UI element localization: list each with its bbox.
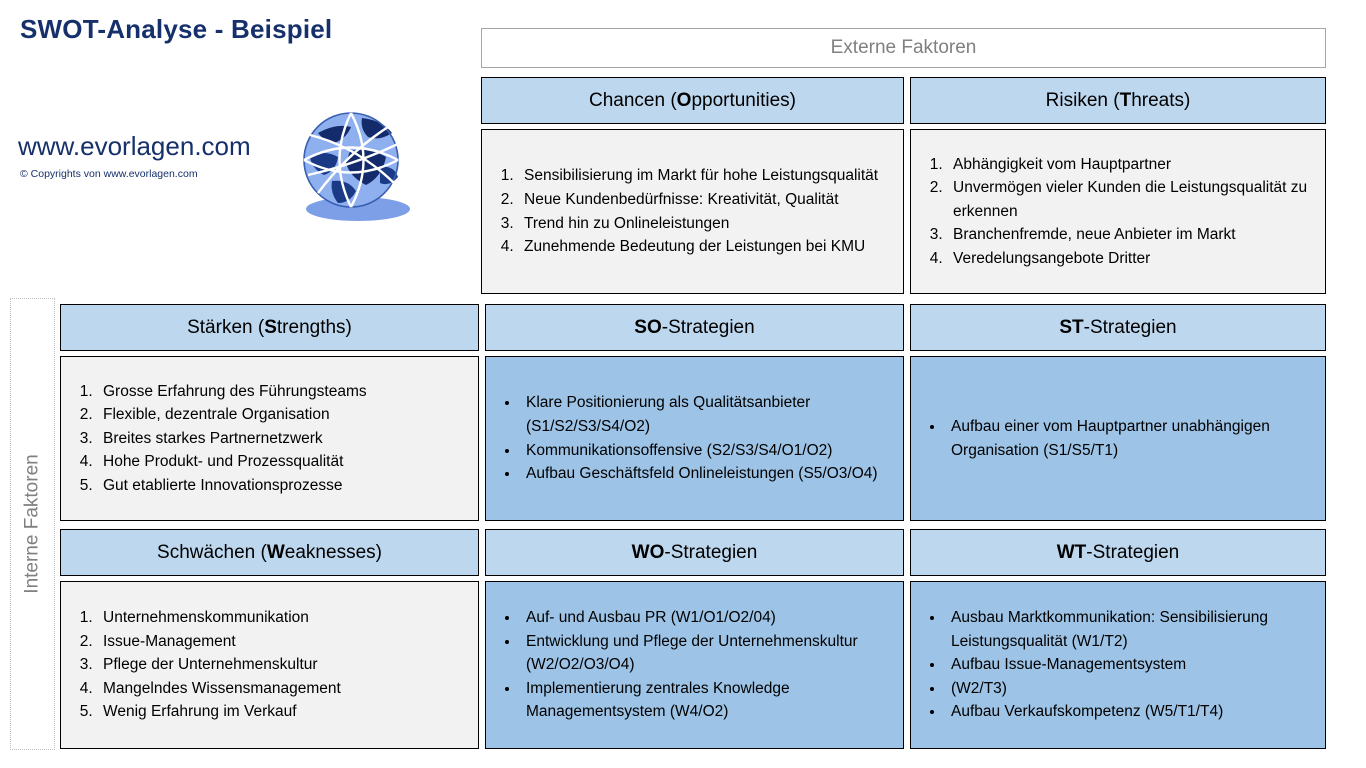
header-chancen-text: Chancen (Opportunities) <box>588 89 796 111</box>
list-item: Entwicklung und Pflege der Unternehmensk… <box>520 630 891 677</box>
list-item: Branchenfremde, neue Anbieter im Markt <box>947 223 1313 247</box>
list-item: Veredelungsangebote Dritter <box>947 247 1313 271</box>
list-item: Unvermögen vieler Kunden die Leistungsqu… <box>947 176 1313 223</box>
list-wo-strategies: Auf- und Ausbau PR (W1/O1/O2/04) Entwick… <box>486 606 903 724</box>
header-so-text: SO-Strategien <box>634 316 755 338</box>
list-item: Klare Positionierung als Qualitätsanbiet… <box>520 391 891 438</box>
globe-icon <box>303 112 410 221</box>
list-item: Pflege der Unternehmenskultur <box>97 653 466 677</box>
panel-wo-strategien: Auf- und Ausbau PR (W1/O1/O2/04) Entwick… <box>485 581 904 749</box>
panel-chancen-opportunities: Sensibilisierung im Markt für hohe Leist… <box>481 129 904 294</box>
list-item: Abhängigkeit vom Hauptpartner <box>947 153 1313 177</box>
list-item: Aufbau einer vom Hauptpartner unabhängig… <box>945 415 1313 462</box>
list-st-strategies: Aufbau einer vom Hauptpartner unabhängig… <box>911 415 1325 462</box>
list-so-strategies: Klare Positionierung als Qualitätsanbiet… <box>486 391 903 485</box>
header-wt-strategien[interactable]: WT-Strategien <box>910 529 1326 576</box>
list-item: Wenig Erfahrung im Verkauf <box>97 700 466 724</box>
list-item: Unternehmenskommunikation <box>97 606 466 630</box>
list-strengths: Grosse Erfahrung des Führungsteams Flexi… <box>61 380 478 498</box>
list-opportunities: Sensibilisierung im Markt für hohe Leist… <box>482 164 903 258</box>
header-wt-text: WT-Strategien <box>1056 541 1180 563</box>
panel-so-strategien: Klare Positionierung als Qualitätsanbiet… <box>485 356 904 521</box>
interne-faktoren-text: Interne Faktoren <box>21 454 43 594</box>
list-weaknesses: Unternehmenskommunikation Issue-Manageme… <box>61 606 478 724</box>
externe-faktoren-label: Externe Faktoren <box>481 28 1326 68</box>
list-item: Ausbau Marktkommunikation: Sensibilisier… <box>945 606 1313 653</box>
list-item: Neue Kundenbedürfnisse: Kreativität, Qua… <box>518 188 891 212</box>
header-risiken-text: Risiken (Threats) <box>1045 89 1191 111</box>
header-staerken-text: Stärken (Strengths) <box>187 316 352 338</box>
logo-copyright-text: © Copyrights von www.evorlagen.com <box>20 168 198 180</box>
panel-risiken-threats: Abhängigkeit vom Hauptpartner Unvermögen… <box>910 129 1326 294</box>
list-item: Kommunikationsoffensive (S2/S3/S4/O1/O2) <box>520 439 891 463</box>
header-so-strategien[interactable]: SO-Strategien <box>485 304 904 351</box>
panel-wt-strategien: Ausbau Marktkommunikation: Sensibilisier… <box>910 581 1326 749</box>
header-schwaechen-weaknesses[interactable]: Schwächen (Weaknesses) <box>60 529 479 576</box>
header-schwaechen-text: Schwächen (Weaknesses) <box>157 541 382 563</box>
list-item: Mangelndes Wissensmanagement <box>97 677 466 701</box>
list-item: Implementierung zentrales Knowledge Mana… <box>520 677 891 724</box>
list-item: Zunehmende Bedeutung der Leistungen bei … <box>518 235 891 259</box>
panel-staerken-strengths: Grosse Erfahrung des Führungsteams Flexi… <box>60 356 479 521</box>
list-item: Gut etablierte Innovationsprozesse <box>97 474 466 498</box>
list-item: Flexible, dezentrale Organisation <box>97 403 466 427</box>
list-item: Breites starkes Partnernetzwerk <box>97 427 466 451</box>
list-wt-strategies: Ausbau Marktkommunikation: Sensibilisier… <box>911 606 1325 724</box>
evorlagen-logo: www.evorlagen.com © Copyrights von www.e… <box>18 105 418 230</box>
interne-faktoren-label: Interne Faktoren <box>10 298 55 750</box>
header-st-strategien[interactable]: ST-Strategien <box>910 304 1326 351</box>
brand-block: SWOT-Analyse - Beispiel www.evorlagen.co… <box>0 0 470 292</box>
header-st-text: ST-Strategien <box>1059 316 1177 338</box>
list-item: Grosse Erfahrung des Führungsteams <box>97 380 466 404</box>
header-wo-strategien[interactable]: WO-Strategien <box>485 529 904 576</box>
list-item: Auf- und Ausbau PR (W1/O1/O2/04) <box>520 606 891 630</box>
list-item: Issue-Management <box>97 630 466 654</box>
header-chancen-opportunities[interactable]: Chancen (Opportunities) <box>481 77 904 124</box>
list-item: Hohe Produkt- und Prozessqualität <box>97 450 466 474</box>
list-threats: Abhängigkeit vom Hauptpartner Unvermögen… <box>911 153 1325 271</box>
logo-url-text: www.evorlagen.com <box>18 131 251 161</box>
list-item: Aufbau Issue-Managementsystem <box>945 653 1313 677</box>
header-staerken-strengths[interactable]: Stärken (Strengths) <box>60 304 479 351</box>
list-item: Sensibilisierung im Markt für hohe Leist… <box>518 164 891 188</box>
page-title: SWOT-Analyse - Beispiel <box>20 14 333 44</box>
panel-schwaechen-weaknesses: Unternehmenskommunikation Issue-Manageme… <box>60 581 479 749</box>
list-item: Aufbau Geschäftsfeld Onlineleistungen (S… <box>520 462 891 486</box>
header-risiken-threats[interactable]: Risiken (Threats) <box>910 77 1326 124</box>
header-wo-text: WO-Strategien <box>631 541 758 563</box>
list-item: (W2/T3) <box>945 677 1313 701</box>
list-item: Trend hin zu Onlineleistungen <box>518 212 891 236</box>
panel-st-strategien: Aufbau einer vom Hauptpartner unabhängig… <box>910 356 1326 521</box>
list-item: Aufbau Verkaufskompetenz (W5/T1/T4) <box>945 700 1313 724</box>
